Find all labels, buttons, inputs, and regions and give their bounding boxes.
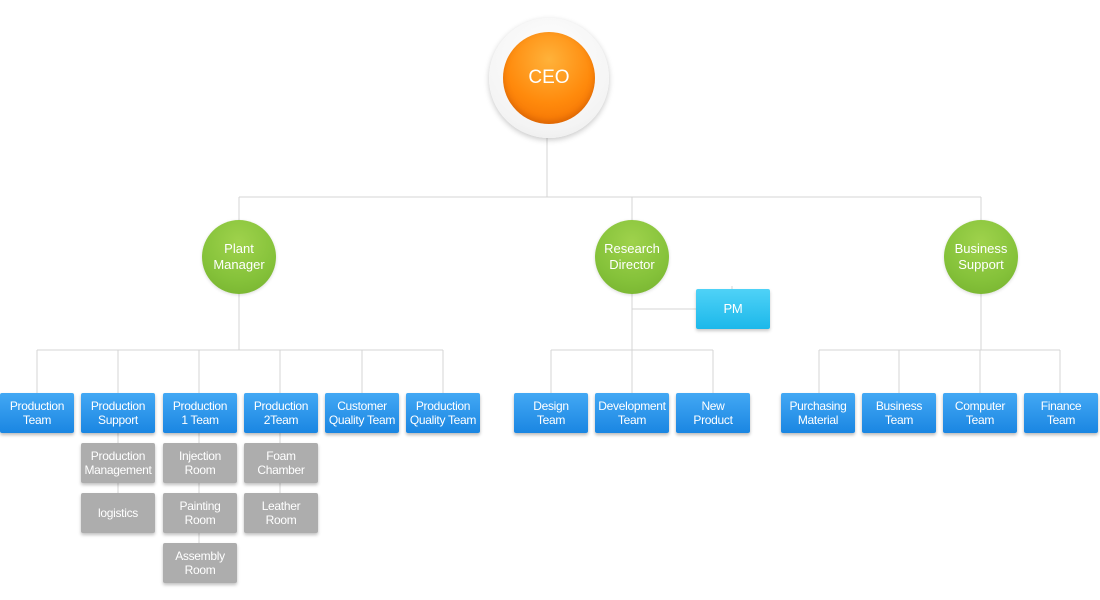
production-support-node: Production Support — [81, 393, 155, 433]
production-management-node: Production Management — [81, 443, 155, 483]
pm-node: PM — [696, 289, 770, 329]
ceo-node: CEO — [503, 32, 595, 124]
plant-manager-node: Plant Manager — [202, 220, 276, 294]
production-quality-team-node: Production Quality Team — [406, 393, 480, 433]
foam-chamber-node: Foam Chamber — [244, 443, 318, 483]
finance-team-node: Finance Team — [1024, 393, 1098, 433]
business-team-node: Business Team — [862, 393, 936, 433]
injection-room-node: Injection Room — [163, 443, 237, 483]
new-product-node: New Product — [676, 393, 750, 433]
customer-quality-team-node: Customer Quality Team — [325, 393, 399, 433]
production-2team-node: Production 2Team — [244, 393, 318, 433]
leather-room-node: Leather Room — [244, 493, 318, 533]
research-director-node: Research Director — [595, 220, 669, 294]
development-team-node: Development Team — [595, 393, 669, 433]
logistics-node: logistics — [81, 493, 155, 533]
production-team-node: Production Team — [0, 393, 74, 433]
ceo-node-ring: CEO — [489, 18, 609, 138]
painting-room-node: Painting Room — [163, 493, 237, 533]
production-1-team-node: Production 1 Team — [163, 393, 237, 433]
purchasing-material-node: Purchasing Material — [781, 393, 855, 433]
computer-team-node: Computer Team — [943, 393, 1017, 433]
assembly-room-node: Assembly Room — [163, 543, 237, 583]
business-support-node: Business Support — [944, 220, 1018, 294]
design-team-node: Design Team — [514, 393, 588, 433]
